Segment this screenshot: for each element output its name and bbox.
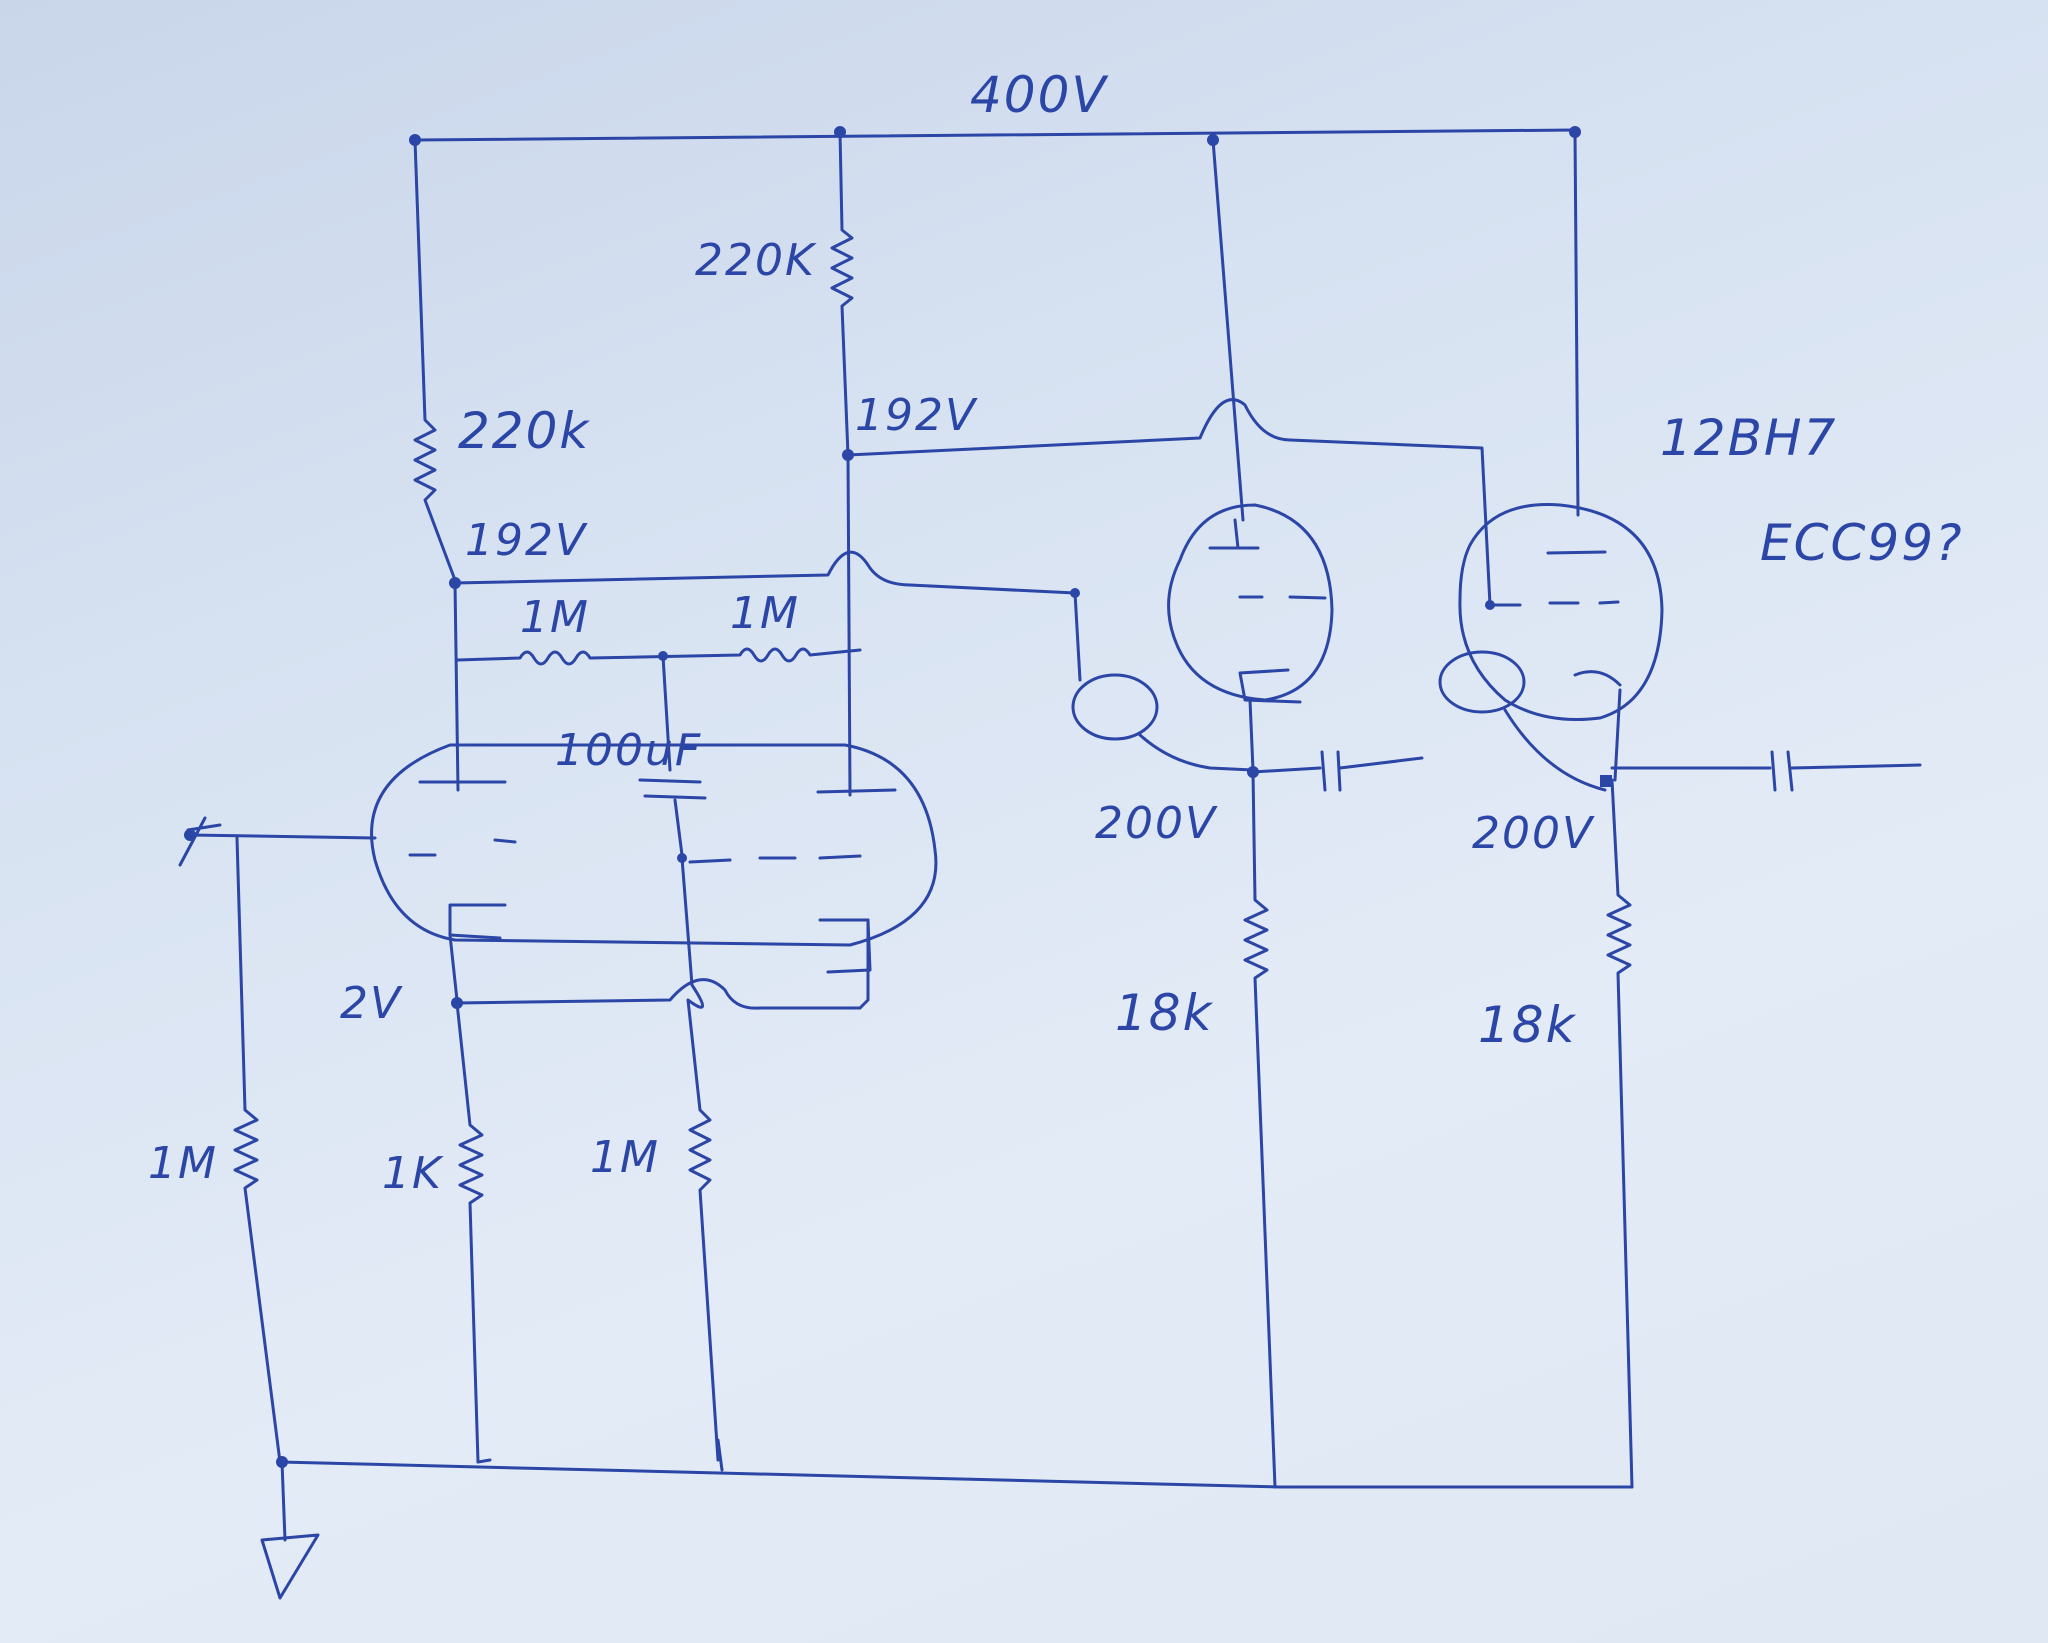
- label-load-resistor-1: 18k: [1115, 984, 1214, 1042]
- label-node-voltage-left: 192V: [465, 515, 588, 566]
- label-cathode-voltage: 2V: [340, 978, 403, 1029]
- bias-resistor: [680, 856, 720, 1462]
- input-tube-grid-2: [688, 854, 862, 864]
- label-load-resistor-2: 18k: [1478, 996, 1577, 1054]
- input-tube-envelope: [370, 743, 938, 947]
- follower1-out-cap: [1251, 750, 1424, 792]
- label-input-resistor: 1M: [148, 1138, 218, 1189]
- label-tube-alternative: ECC99?: [1760, 514, 1964, 572]
- follower2-grid: [1490, 600, 1620, 607]
- follower1-heater-wire: [1073, 591, 1082, 682]
- follower2-out-cap: [1610, 750, 1922, 792]
- input-tube-plate-2: [816, 788, 897, 794]
- ground-symbol: [260, 1533, 320, 1600]
- follower2-plate-wire: [1573, 130, 1580, 517]
- input-wire: [188, 833, 377, 840]
- follower2-load: [1606, 778, 1634, 1489]
- follower2-cathode-lead: [1613, 688, 1622, 782]
- label-r-plate-right: 220K: [695, 235, 817, 286]
- follower1-envelope: [1167, 503, 1334, 702]
- cathode-tie-wire: [455, 978, 862, 1010]
- supply-rail: [413, 128, 1577, 142]
- ground-tap-2: [716, 1438, 724, 1472]
- label-grid-resistor-1: 1M: [520, 592, 590, 643]
- label-output-voltage-1: 200V: [1095, 798, 1218, 849]
- grid1-feed-wire: [453, 550, 1077, 595]
- label-cathode-resistor: 1K: [382, 1148, 444, 1199]
- ground-tap-1: [476, 1458, 492, 1464]
- cap-plate-1: [638, 778, 702, 784]
- label-supply-voltage: 400V: [970, 66, 1109, 124]
- label-bias-resistor: 1M: [590, 1132, 660, 1183]
- cap-lead-bottom: [673, 798, 684, 857]
- right-plate-drop: [846, 453, 852, 797]
- cathode-lead: [448, 933, 459, 1002]
- follower1-cathode: [1238, 668, 1302, 704]
- cap-plate-2: [643, 794, 707, 800]
- input-tube-cathode-1: [448, 903, 507, 940]
- left-plate-drop: [453, 581, 460, 792]
- right-plate-wire: [830, 130, 854, 457]
- follower1-plate-wire: [1211, 138, 1245, 522]
- input-tube-cathode-2-link: [858, 918, 870, 1010]
- follower2-envelope: [1458, 503, 1664, 721]
- follower1-heater: [1071, 673, 1159, 741]
- label-output-voltage-2: 200V: [1472, 808, 1595, 859]
- follower1-heater-lead: [1138, 733, 1255, 772]
- follower2-out-node: [1600, 775, 1612, 787]
- follower2-heater: [1438, 650, 1526, 714]
- label-grid-resistor-2: 1M: [730, 588, 800, 639]
- input-resistor: [233, 836, 282, 1464]
- follower1-load: [1243, 770, 1277, 1489]
- follower2-cathode: [1573, 670, 1622, 687]
- follower1-plate: [1208, 518, 1260, 550]
- follower2-heater-lead: [1503, 708, 1607, 792]
- label-r-plate-left: 220k: [458, 402, 590, 460]
- input-jack: [178, 816, 222, 867]
- cap-lead-top: [661, 654, 672, 772]
- ground-lead: [280, 1460, 287, 1542]
- label-capacitor: 100uF: [555, 725, 702, 776]
- label-tube-type: 12BH7: [1660, 409, 1837, 467]
- ground-rail: [278, 1460, 1634, 1489]
- input-tube-grid-1: [408, 838, 517, 857]
- follower1-grid: [1238, 595, 1327, 600]
- follower1-cathode-lead: [1248, 698, 1255, 772]
- left-plate-wire: [413, 138, 457, 582]
- follower2-plate: [1546, 550, 1607, 555]
- label-node-voltage-right: 192V: [855, 390, 978, 441]
- cathode-resistor: [455, 1001, 484, 1464]
- grid2-node: [1485, 600, 1495, 610]
- grid2-feed-wire: [846, 398, 1492, 607]
